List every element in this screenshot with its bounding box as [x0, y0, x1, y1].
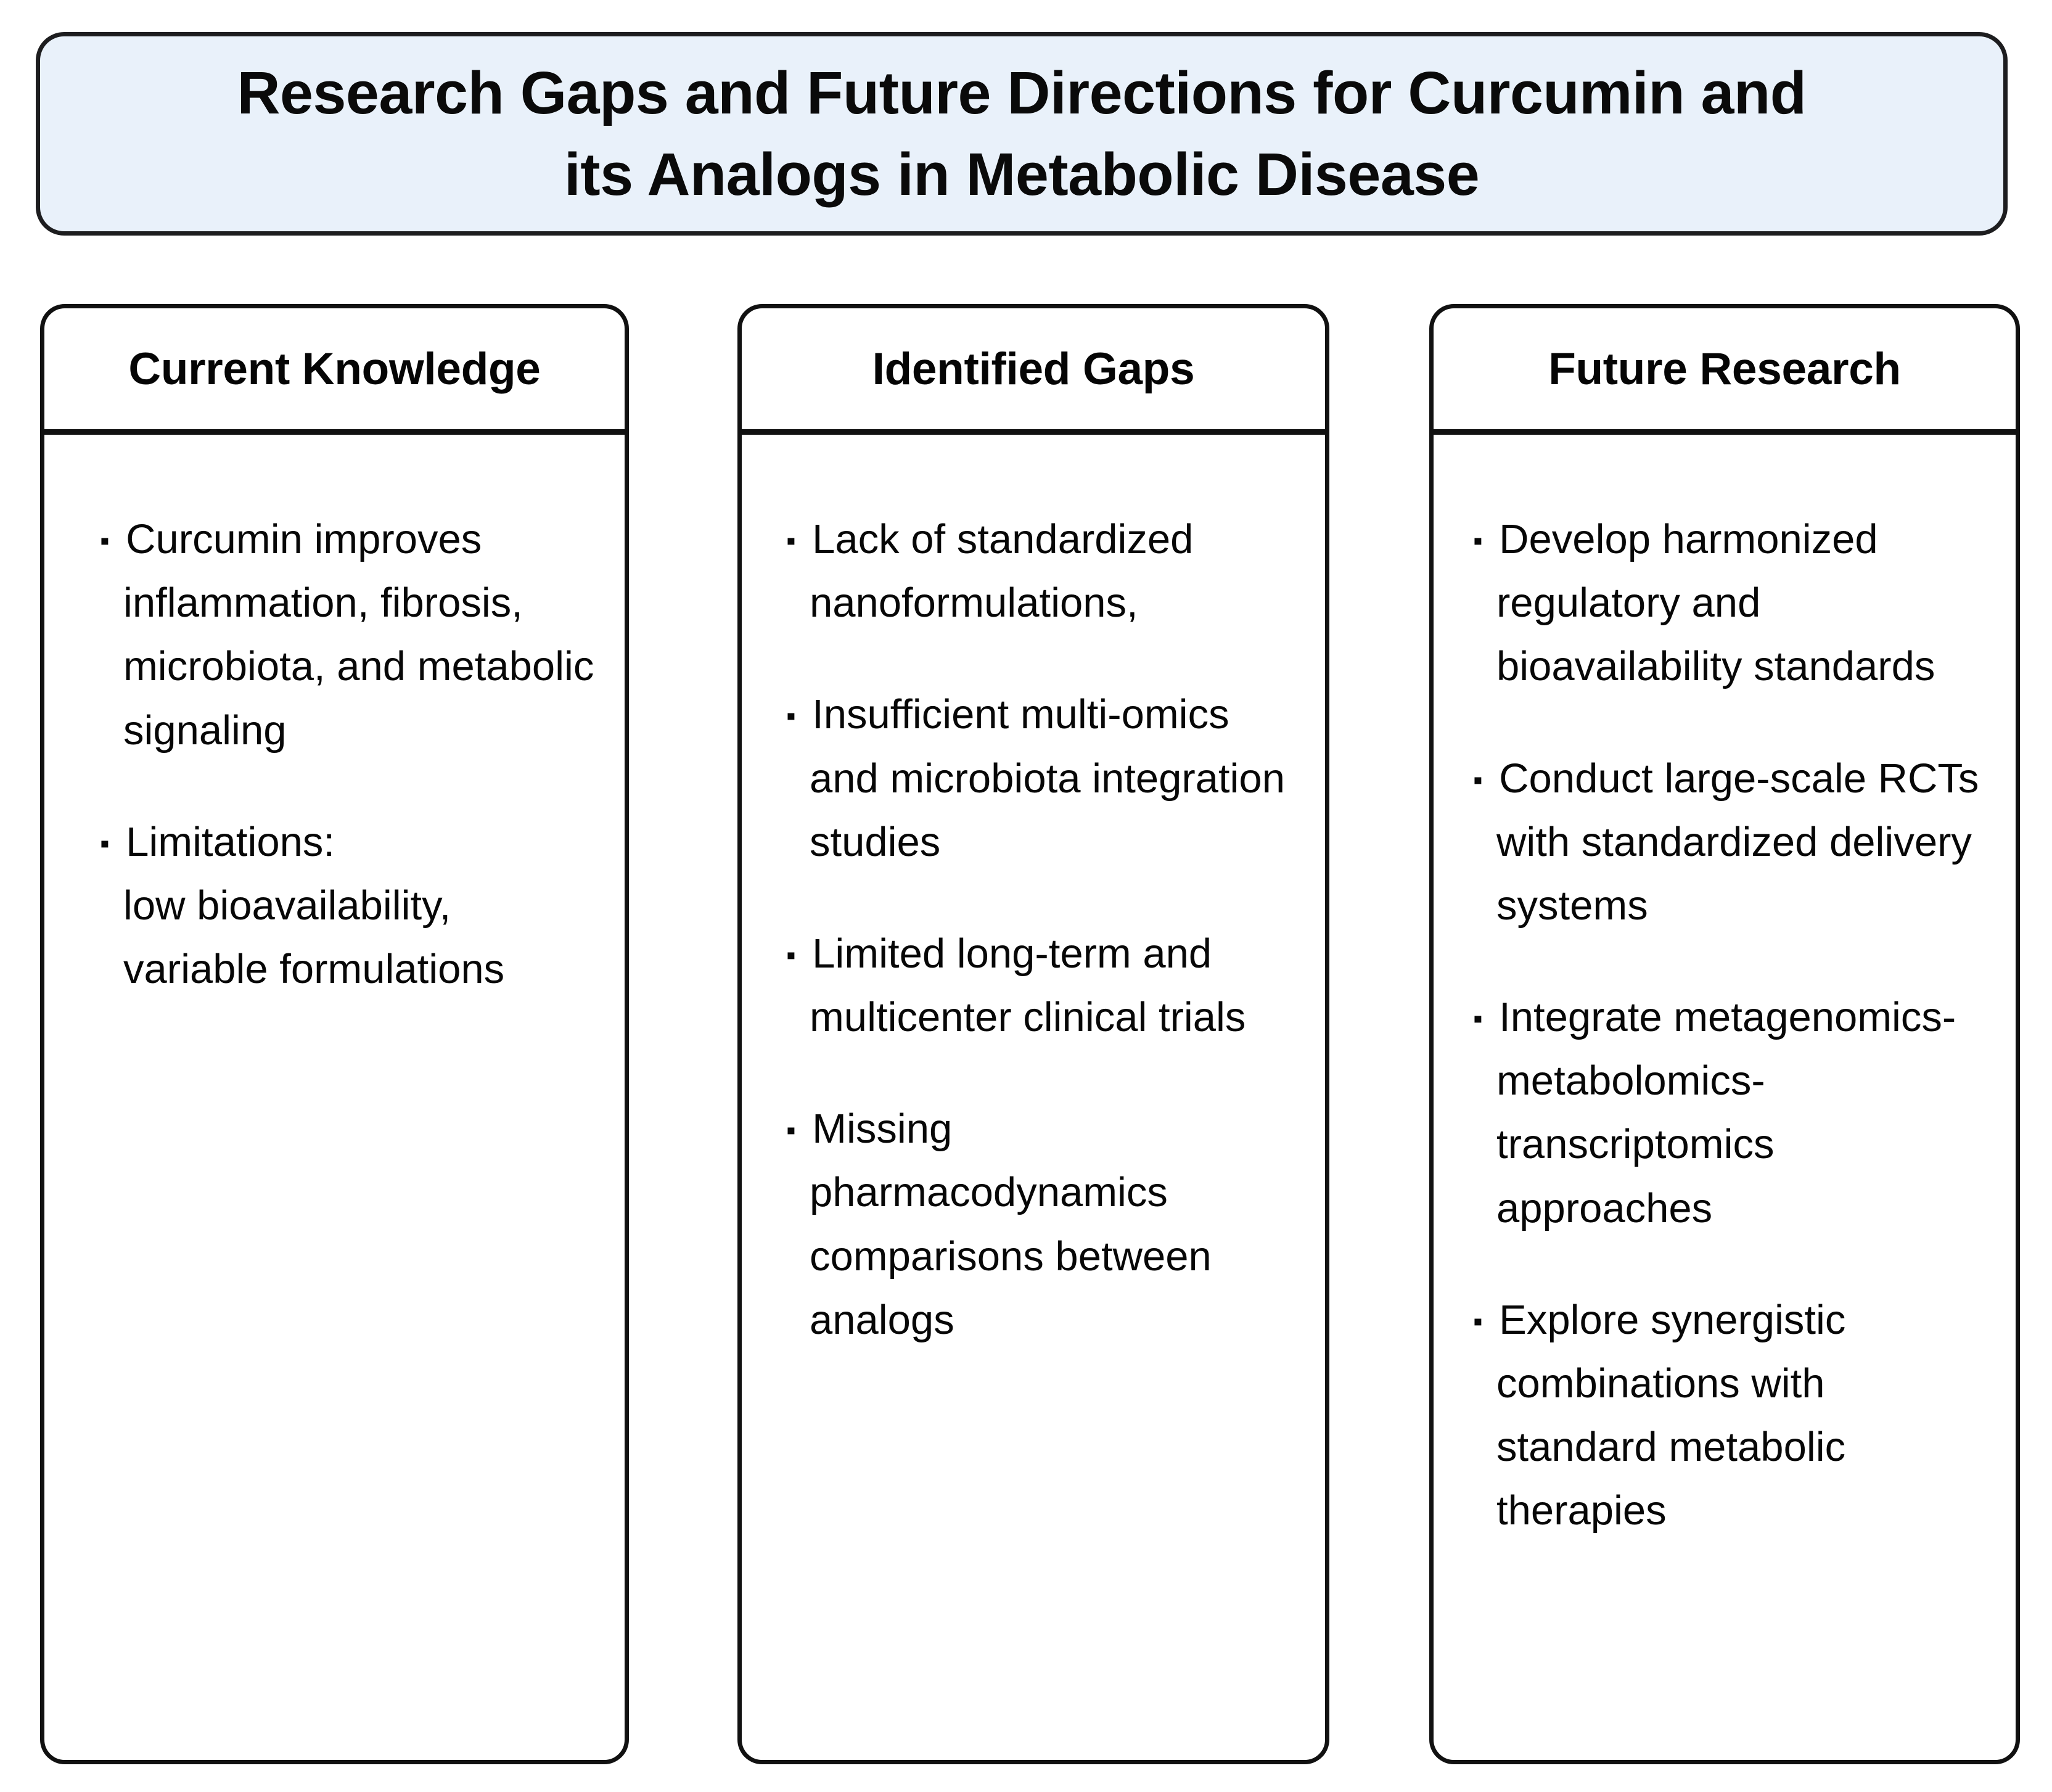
square-bullet-icon: ▪ [100, 828, 115, 859]
column-current-knowledge: Current Knowledge ▪ Curcumin improves in… [40, 304, 629, 1764]
column-header-identified-gaps: Identified Gaps [742, 308, 1325, 435]
column-body-current-knowledge: ▪ Curcumin improves inflammation, fibros… [44, 435, 625, 1025]
list-item: ▪ Limited long-term and multicenter clin… [786, 922, 1300, 1049]
square-bullet-icon: ▪ [1473, 1306, 1488, 1337]
list-item-text: Conduct large-scale RCTs with standardiz… [1496, 755, 1979, 929]
square-bullet-icon: ▪ [786, 701, 801, 732]
list-item: ▪ Lack of standardized nanoformulations, [786, 508, 1300, 635]
column-header-title: Future Research [1548, 343, 1901, 394]
column-body-identified-gaps: ▪ Lack of standardized nanoformulations,… [742, 435, 1325, 1376]
list-item-text: Curcumin improves inflammation, fibrosis… [123, 516, 594, 754]
square-bullet-icon: ▪ [1473, 1003, 1488, 1034]
column-future-research: Future Research ▪ Develop harmonized reg… [1429, 304, 2020, 1764]
list-item: ▪ Integrate metagenomics-metabolomics-tr… [1473, 985, 1991, 1240]
list-item-text: Explore synergistic combinations with st… [1496, 1296, 1846, 1534]
list-item: ▪ Limitations: low bioavailability, vari… [100, 810, 600, 1001]
square-bullet-icon: ▪ [100, 525, 115, 556]
square-bullet-icon: ▪ [786, 525, 801, 556]
column-header-current-knowledge: Current Knowledge [44, 308, 625, 435]
list-item: ▪ Missing pharmacodynamics comparisons b… [786, 1097, 1300, 1352]
column-header-title: Identified Gaps [872, 343, 1195, 394]
list-item: ▪ Conduct large-scale RCTs with standard… [1473, 747, 1991, 938]
diagram-title-banner: Research Gaps and Future Directions for … [36, 32, 2008, 236]
square-bullet-icon: ▪ [1473, 765, 1488, 795]
list-item: ▪ Insufficient multi-omics and microbiot… [786, 683, 1300, 874]
list-item: ▪ Develop harmonized regulatory and bioa… [1473, 508, 1991, 699]
list-item-text: Develop harmonized regulatory and bioava… [1496, 516, 1935, 690]
square-bullet-icon: ▪ [1473, 525, 1488, 556]
list-item-text: Lack of standardized nanoformulations, [810, 516, 1194, 627]
column-header-future-research: Future Research [1434, 308, 2016, 435]
list-item-text: Limitations: low bioavailability, variab… [123, 818, 505, 993]
list-item-text: Missing pharmacodynamics comparisons bet… [810, 1106, 1212, 1343]
list-item-text: Integrate metagenomics-metabolomics-tran… [1496, 994, 1956, 1231]
list-item: ▪ Curcumin improves inflammation, fibros… [100, 508, 600, 762]
list-item-text: Limited long-term and multicenter clinic… [810, 930, 1246, 1041]
square-bullet-icon: ▪ [786, 940, 801, 971]
list-item-text: Insufficient multi-omics and microbiota … [810, 691, 1285, 865]
page-title: Research Gaps and Future Directions for … [237, 59, 1807, 208]
column-header-title: Current Knowledge [128, 343, 541, 394]
square-bullet-icon: ▪ [786, 1115, 801, 1146]
list-item: ▪ Explore synergistic combinations with … [1473, 1288, 1991, 1543]
column-body-future-research: ▪ Develop harmonized regulatory and bioa… [1434, 435, 2016, 1567]
column-identified-gaps: Identified Gaps ▪ Lack of standardized n… [737, 304, 1329, 1764]
